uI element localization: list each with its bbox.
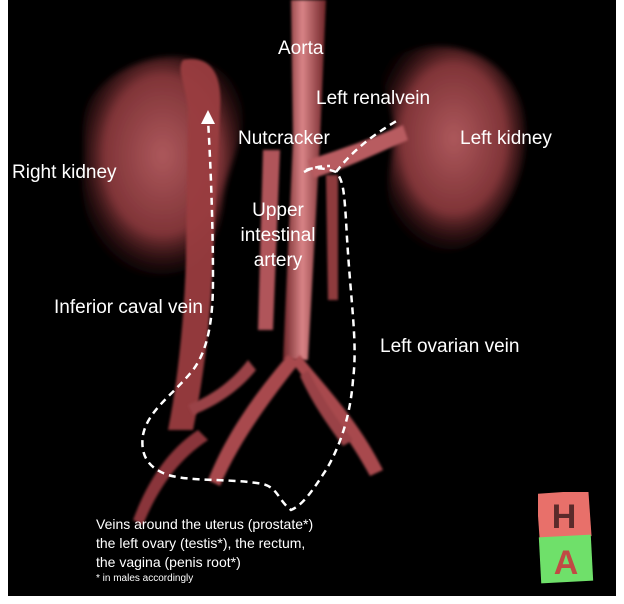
- label-left-renal-vein: Left renalvein: [316, 88, 430, 110]
- footnote-note: * in males accordingly: [96, 572, 313, 586]
- label-upper-intestinal-artery: Upper intestinal artery: [228, 198, 328, 273]
- footnote-line: the left ovary (testis*), the rectum,: [96, 534, 313, 553]
- label-upper-intestinal-artery-line: artery: [228, 248, 328, 273]
- footnote-block: Veins around the uterus (prostate*) the …: [96, 515, 313, 586]
- label-left-ovarian-vein: Left ovarian vein: [380, 336, 519, 358]
- label-upper-intestinal-artery-line: intestinal: [228, 223, 328, 248]
- ha-logo: H A: [538, 492, 594, 584]
- label-nutcracker: Nutcracker: [238, 128, 330, 150]
- ha-logo-graphic: H A: [538, 492, 594, 584]
- mr-angiography-scan: Aorta Left renalvein Nutcracker Left kid…: [8, 0, 616, 596]
- label-upper-intestinal-artery-line: Upper: [228, 198, 328, 223]
- label-left-kidney: Left kidney: [460, 128, 552, 150]
- label-aorta: Aorta: [278, 38, 323, 60]
- logo-letter-bottom: A: [554, 544, 579, 582]
- logo-letter-top: H: [552, 498, 577, 536]
- label-right-kidney: Right kidney: [12, 162, 117, 184]
- iliac-vessels: [133, 355, 383, 525]
- footnote-line: Veins around the uterus (prostate*): [96, 515, 313, 534]
- footnote-line: the vagina (penis root*): [96, 553, 313, 572]
- label-inferior-caval-vein: Inferior caval vein: [54, 297, 203, 319]
